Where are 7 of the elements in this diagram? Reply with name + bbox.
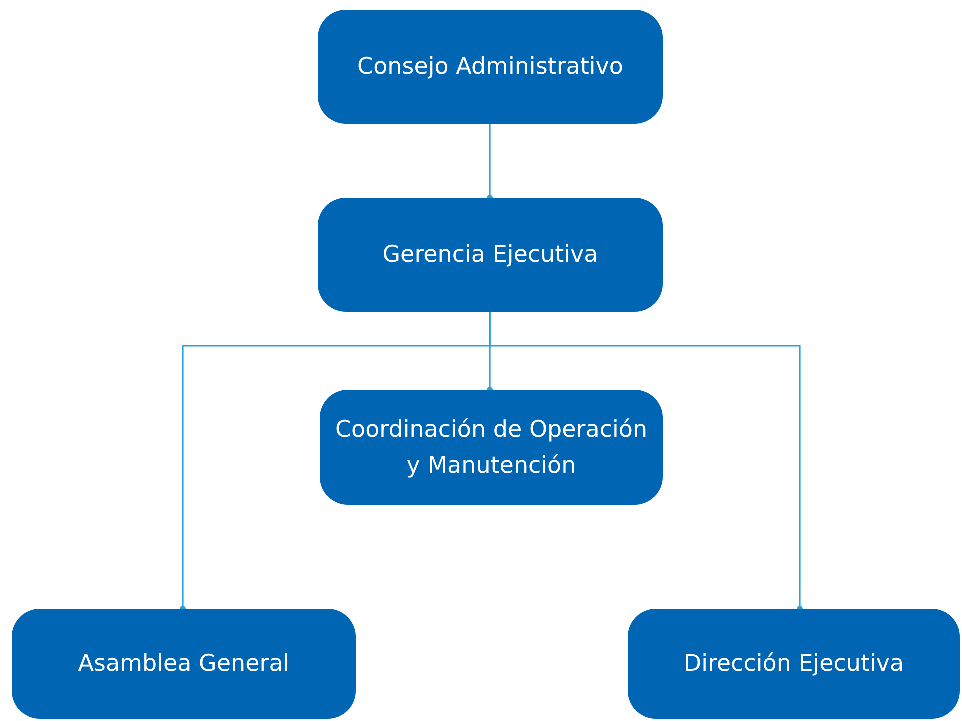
org-box: Coordinación de Operación y Manutención: [320, 390, 663, 505]
org-box: Dirección Ejecutiva: [628, 609, 960, 719]
org-box: Gerencia Ejecutiva: [318, 198, 663, 312]
connector-line: [489, 312, 803, 612]
connector-line: [487, 124, 493, 201]
org-box: Consejo Administrativo: [318, 10, 663, 124]
org-box: Asamblea General: [12, 609, 356, 719]
